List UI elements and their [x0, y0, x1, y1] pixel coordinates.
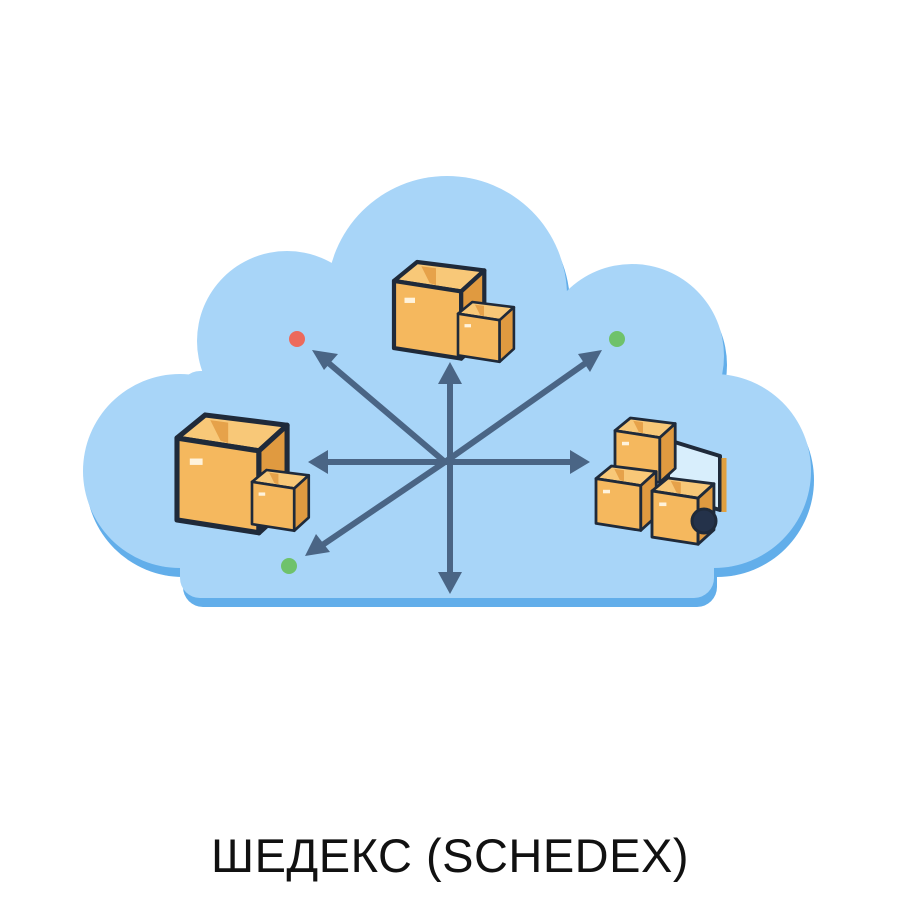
box-stack-icon-left [177, 415, 311, 533]
distribution-arrows-icon [305, 350, 602, 594]
dot-red [289, 331, 305, 347]
dot-green-bottom [281, 558, 297, 574]
dot-green-top [609, 331, 625, 347]
caption-title: ШЕДЕКС (SCHEDEX) [211, 829, 689, 882]
forklift-icon [594, 416, 727, 546]
